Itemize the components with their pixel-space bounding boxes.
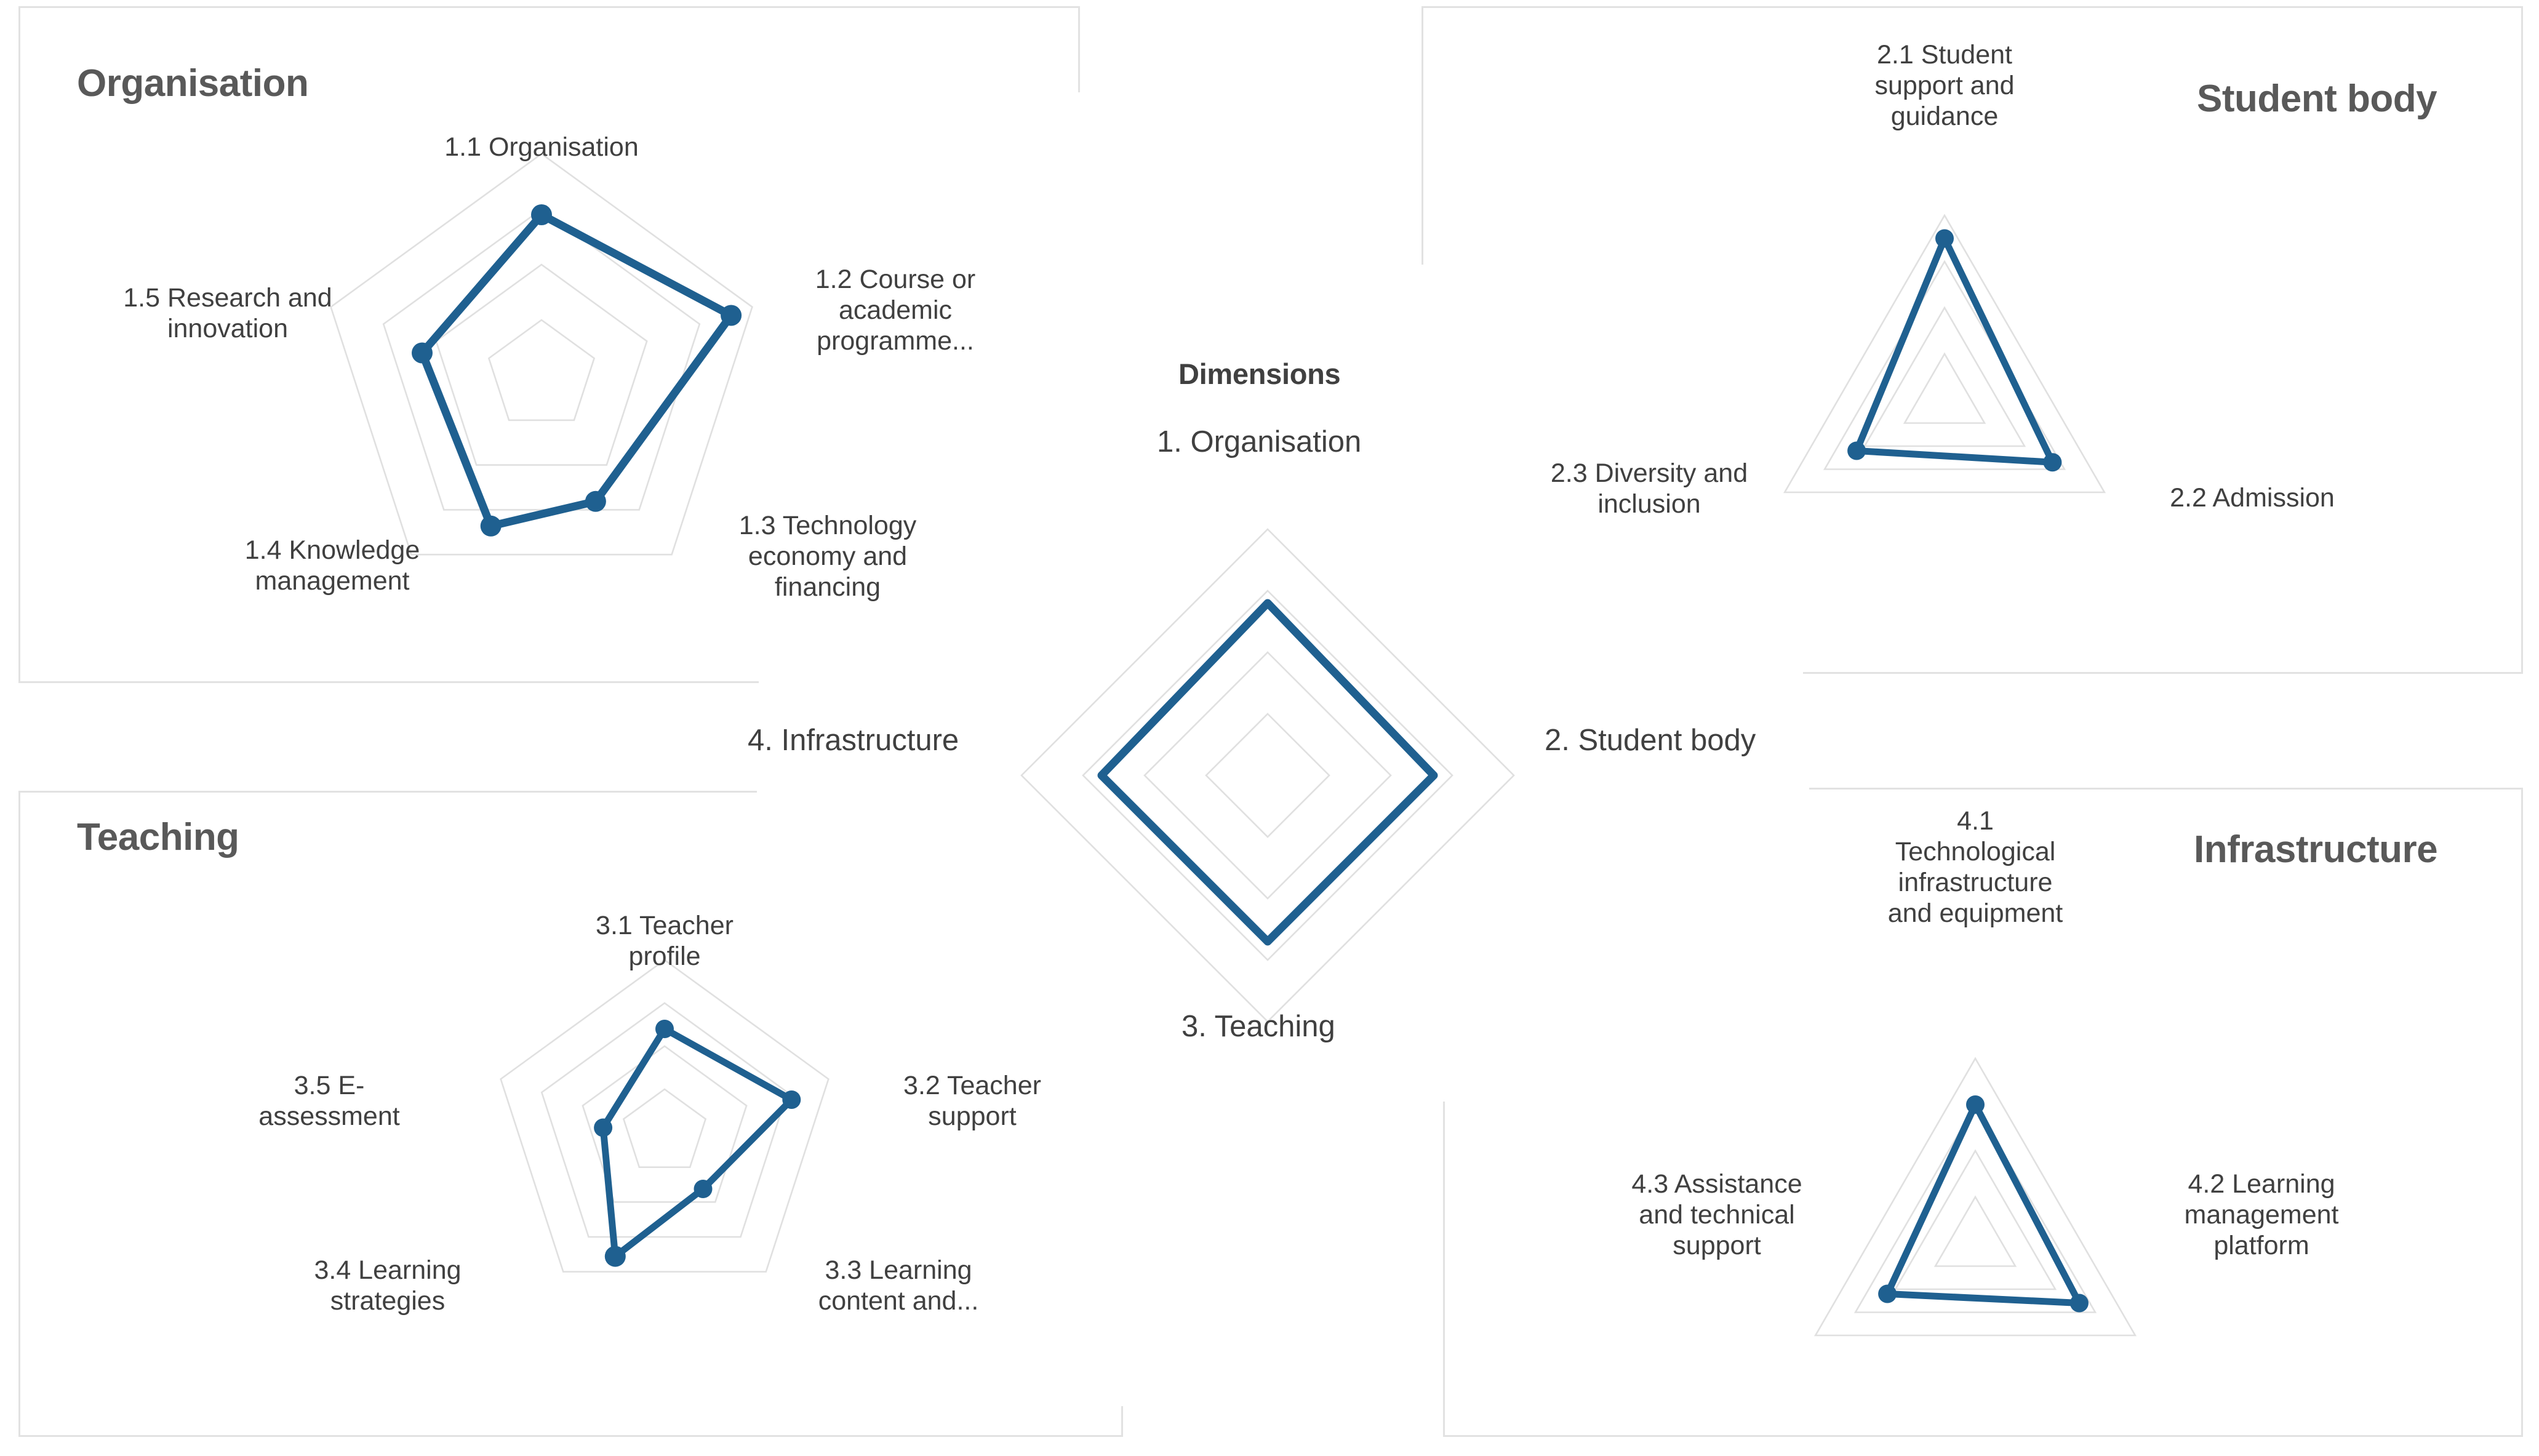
frame-mask-b: [1409, 265, 1803, 695]
frame-mask-a: [759, 92, 1091, 695]
axis-label-1-3: 1.3 Technology economy and financing: [738, 511, 917, 602]
chart-student-body: [1783, 214, 2106, 494]
frame-mask-d: [1434, 782, 1809, 1102]
panel-title-student-body: Student body: [2197, 78, 2437, 120]
axis-label-3-3: 3.3 Learning content and...: [818, 1255, 979, 1316]
axis-label-1-1: 1.1 Organisation: [444, 132, 639, 162]
data-markers-infrastructure: [1878, 1095, 2089, 1313]
axis-label-4-2: 4.2 Learning management platform: [2184, 1169, 2339, 1260]
center-chart-title: Dimensions: [1178, 358, 1341, 390]
axis-label-3-4: 3.4 Learning strategies: [314, 1255, 462, 1316]
chart-teaching: [500, 959, 830, 1273]
data-markers-teaching: [594, 1020, 801, 1267]
axis-label-3-5: 3.5 E- assessment: [258, 1071, 400, 1131]
panel-title-infrastructure: Infrastructure: [2194, 828, 2438, 871]
center-label-top: 1. Organisation: [1157, 425, 1362, 458]
data-markers-student-body: [1847, 229, 2062, 472]
axis-label-4-3: 4.3 Assistance and technical support: [1631, 1169, 1802, 1260]
axis-label-1-4: 1.4 Knowledge management: [244, 535, 420, 596]
axis-label-2-2: 2.2 Admission: [2170, 483, 2335, 513]
axis-label-1-2: 1.2 Course or academic programme...: [815, 265, 976, 356]
axis-label-2-3: 2.3 Diversity and inclusion: [1550, 458, 1748, 519]
axis-label-4-1: 4.1 Technological infrastructure and equ…: [1887, 806, 2063, 928]
axis-label-3-1: 3.1 Teacher profile: [596, 911, 734, 971]
center-label-right: 2. Student body: [1545, 724, 1756, 757]
frame-mask-c: [757, 785, 1138, 1406]
chart-dimensions: [1020, 528, 1515, 1023]
data-markers-organisation: [412, 204, 742, 537]
axis-label-2-1: 2.1 Student support and guidance: [1874, 40, 2015, 131]
center-label-left: 4. Infrastructure: [748, 724, 959, 757]
panel-title-organisation: Organisation: [77, 62, 309, 105]
axis-label-1-5: 1.5 Research and innovation: [123, 283, 332, 343]
chart-infrastructure: [1813, 1057, 2137, 1337]
panel-frame-infrastructure: [1443, 788, 2523, 1437]
center-label-bottom: 3. Teaching: [1182, 1010, 1335, 1043]
panel-title-teaching: Teaching: [77, 816, 239, 858]
chart-organisation: [330, 153, 753, 556]
axis-label-3-2: 3.2 Teacher support: [903, 1071, 1041, 1131]
